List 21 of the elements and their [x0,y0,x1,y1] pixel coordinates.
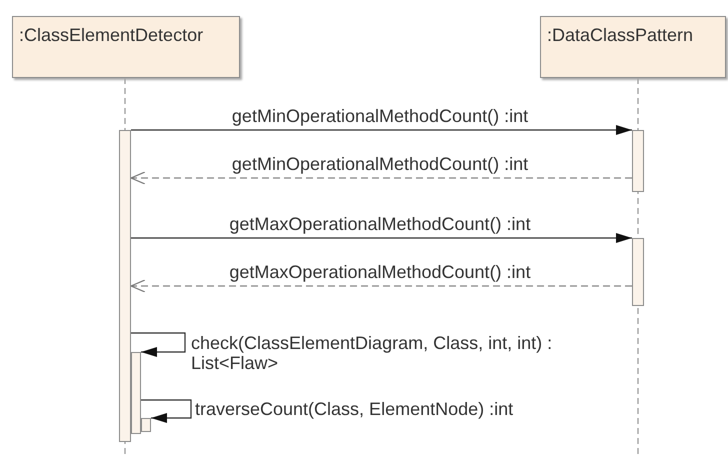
message-arrow [131,233,632,243]
message-label: getMaxOperationalMethodCount() :int [228,262,532,282]
message-label: check(ClassElementDiagram, Class, int, int) : List<Flaw> [191,333,554,373]
activation-bar [141,418,151,432]
activation-bar [131,352,141,434]
message-label: getMinOperationalMethodCount() :int [230,106,530,126]
message-label: getMinOperationalMethodCount() :int [230,154,530,174]
message-label: getMaxOperationalMethodCount() :int [228,214,532,234]
lifeline-head [540,16,726,78]
self-message-arrow [131,332,186,357]
lifeline-head [12,16,240,78]
message-arrow [131,125,632,135]
activation-bar [119,130,131,442]
object-name: :DataClassPattern [547,25,694,46]
message-label: traverseCount(Class, ElementNode) :int [195,399,514,419]
object-name: :ClassElementDetector [19,25,204,46]
self-message-arrow [141,399,192,423]
return-message-arrow [130,171,632,185]
activation-bar [632,238,644,306]
return-message-arrow [130,279,632,293]
activation-bar [632,130,644,192]
